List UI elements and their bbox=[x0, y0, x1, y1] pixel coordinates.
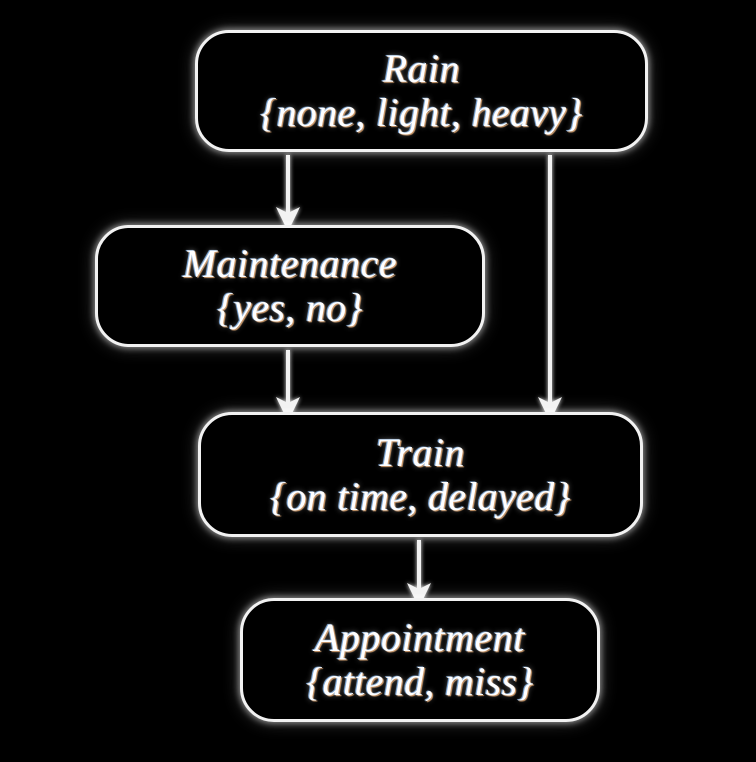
node-train-states: {on time, delayed} bbox=[270, 473, 571, 519]
node-appointment-title: Appointment bbox=[315, 615, 525, 661]
node-maintenance[interactable]: Maintenance {yes, no} bbox=[95, 225, 485, 347]
node-rain-states: {none, light, heavy} bbox=[260, 90, 583, 135]
node-appointment[interactable]: Appointment {attend, miss} bbox=[240, 598, 600, 722]
node-appointment-states: {attend, miss} bbox=[306, 659, 534, 704]
node-train[interactable]: Train {on time, delayed} bbox=[198, 412, 643, 537]
node-train-title: Train bbox=[375, 429, 466, 475]
node-maintenance-title: Maintenance bbox=[182, 241, 398, 287]
node-rain[interactable]: Rain {none, light, heavy} bbox=[195, 30, 648, 152]
node-maintenance-states: {yes, no} bbox=[217, 285, 363, 330]
node-rain-title: Rain bbox=[382, 46, 461, 92]
